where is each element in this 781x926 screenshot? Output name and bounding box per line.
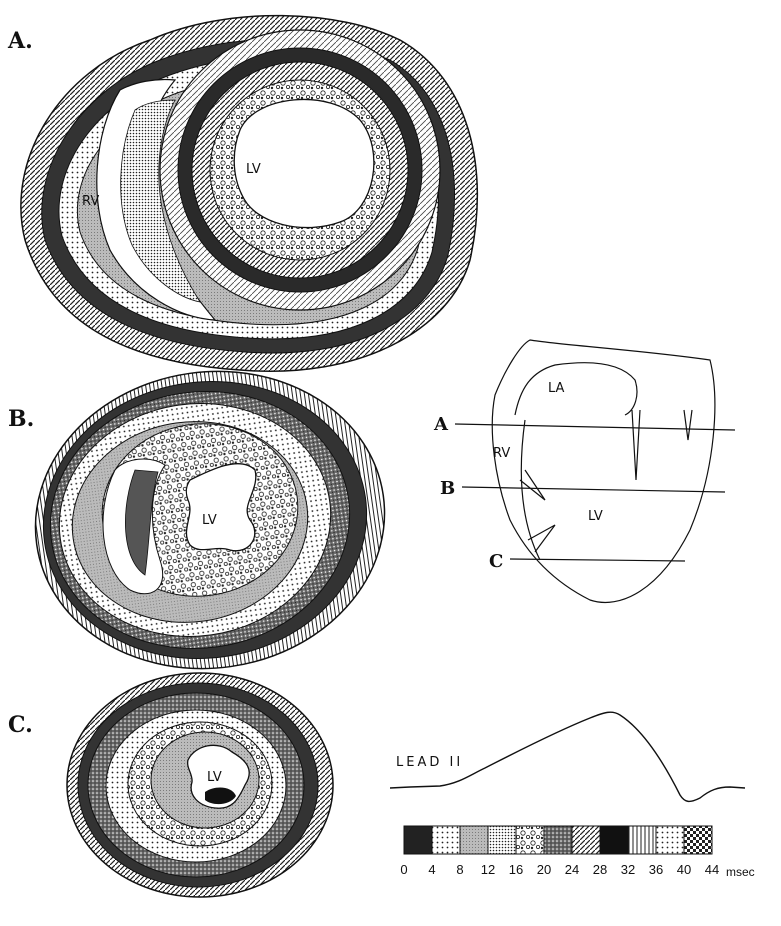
panel-b-lv-cavity	[186, 464, 256, 551]
lv-notch-c	[528, 525, 555, 552]
scale-unit-label: msec	[726, 865, 755, 879]
cut-label-a: A	[433, 414, 449, 435]
scale-swatch-10	[684, 826, 712, 854]
panel-a-lv-label: LV	[246, 162, 261, 177]
scale-tick-40: 40	[677, 862, 691, 877]
heart-lv-label: LV	[588, 509, 603, 524]
cut-label-c: C	[489, 551, 503, 572]
papillary-a	[632, 410, 640, 480]
scale-swatch-0	[404, 826, 432, 854]
cut-label-b: B	[440, 478, 455, 499]
scale-tick-8: 8	[456, 862, 463, 877]
heart-la-label: LA	[548, 381, 565, 396]
left-atrium-outline	[515, 363, 637, 415]
cut-line-a	[455, 424, 735, 430]
scale-swatch-7	[600, 826, 628, 854]
scale-swatch-1	[432, 826, 460, 854]
scale-tick-36: 36	[649, 862, 663, 877]
panel-c-lv-label: LV	[207, 770, 222, 785]
scale-swatch-4	[516, 826, 544, 854]
scale-tick-20: 20	[537, 862, 551, 877]
scale-swatch-5	[544, 826, 572, 854]
papillary-b	[684, 410, 692, 440]
scale-swatch-6	[572, 826, 600, 854]
panel-b-lv-label: LV	[202, 513, 217, 528]
scale-tick-12: 12	[481, 862, 495, 877]
scale-tick-16: 16	[509, 862, 523, 877]
ecg-lead-label: LEAD II	[396, 755, 463, 770]
panel-a-rv-label: RV	[82, 194, 99, 209]
heart-rv-label: RV	[493, 446, 510, 461]
scale-swatch-9	[656, 826, 684, 854]
scale-swatch-3	[488, 826, 516, 854]
scale-tick-labels: 0 4 8 12 16 20 24 28 32 36 40 44 msec	[400, 862, 754, 879]
lv-notch-b	[520, 470, 545, 500]
activation-time-scale	[404, 826, 712, 854]
scale-tick-0: 0	[400, 862, 407, 877]
scale-tick-4: 4	[428, 862, 435, 877]
scale-tick-44: 44	[705, 862, 719, 877]
scale-swatch-2	[460, 826, 488, 854]
scale-tick-24: 24	[565, 862, 579, 877]
scale-swatch-8	[628, 826, 656, 854]
panel-c-cross-section	[67, 673, 333, 897]
scale-tick-28: 28	[593, 862, 607, 877]
scale-tick-32: 32	[621, 862, 635, 877]
